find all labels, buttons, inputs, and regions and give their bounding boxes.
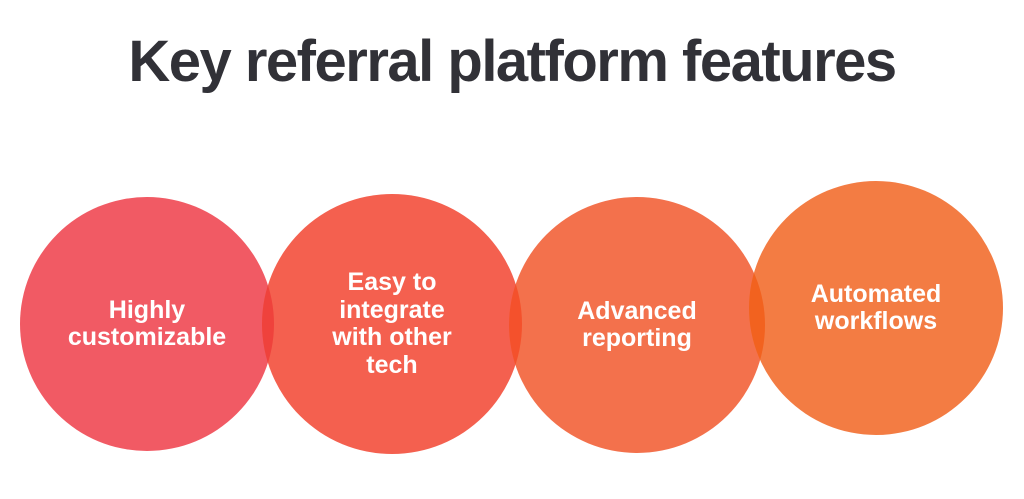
circle-highly-customizable [20,197,274,451]
circle-easy-to-integrate [262,194,522,454]
circle-automated-workflows [749,181,1003,435]
circle-advanced-reporting [509,197,765,453]
page-title: Key referral platform features [128,29,897,94]
